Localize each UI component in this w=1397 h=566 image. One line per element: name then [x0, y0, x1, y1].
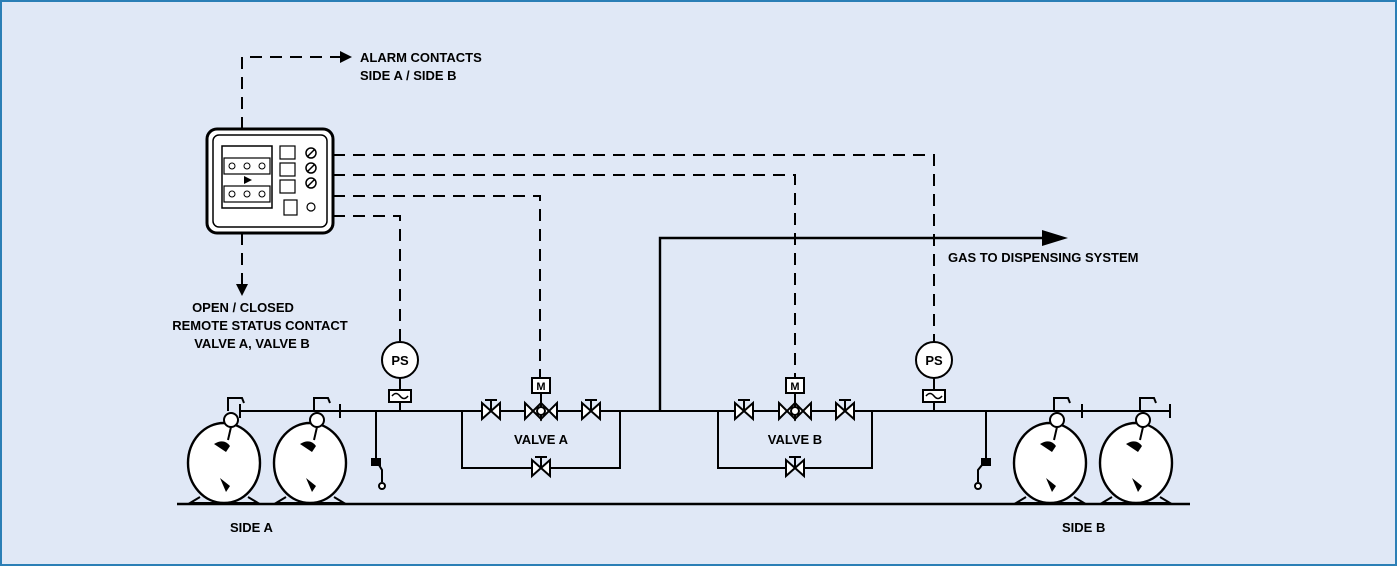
cylinder-b2	[1098, 397, 1174, 505]
gas-output-label: GAS TO DISPENSING SYSTEM	[948, 250, 1138, 265]
status-arrow-icon	[236, 284, 248, 296]
valve-b-assembly	[717, 392, 873, 479]
valve-b-label: VALVE B	[768, 432, 822, 447]
header-pipe	[239, 404, 1171, 418]
svg-text:PS: PS	[391, 353, 409, 368]
status-contact-label-2: REMOTE STATUS CONTACT	[172, 318, 348, 333]
cylinder-a2	[272, 397, 348, 505]
alarm-arrow-icon	[340, 51, 352, 63]
cylinder-b1	[1012, 397, 1088, 505]
valve-a-label: VALVE A	[514, 432, 569, 447]
alarm-contacts-label-2: SIDE A / SIDE B	[360, 68, 457, 83]
signal-lines	[236, 51, 935, 378]
vent-tap-b	[974, 411, 991, 490]
alarm-contacts-label: ALARM CONTACTS	[360, 50, 482, 65]
side-b-label: SIDE B	[1062, 520, 1105, 535]
gas-output-line	[658, 230, 1068, 410]
pressure-switch-b: PS	[915, 341, 953, 411]
status-contact-label-3: VALVE A, VALVE B	[194, 336, 310, 351]
valve-a-assembly	[461, 392, 621, 479]
svg-text:M: M	[536, 381, 545, 393]
motor-actuator-b: M	[785, 377, 805, 394]
pressure-switch-a: PS	[381, 341, 419, 411]
status-contact-label: OPEN / CLOSED	[192, 300, 294, 315]
control-panel	[205, 127, 335, 235]
motor-actuator-a: M	[531, 377, 551, 394]
cylinder-a1	[186, 397, 262, 505]
svg-text:PS: PS	[925, 353, 943, 368]
svg-text:M: M	[790, 381, 799, 393]
vent-tap-a	[371, 411, 386, 490]
side-a-label: SIDE A	[230, 520, 273, 535]
output-arrow-icon	[1042, 230, 1068, 246]
